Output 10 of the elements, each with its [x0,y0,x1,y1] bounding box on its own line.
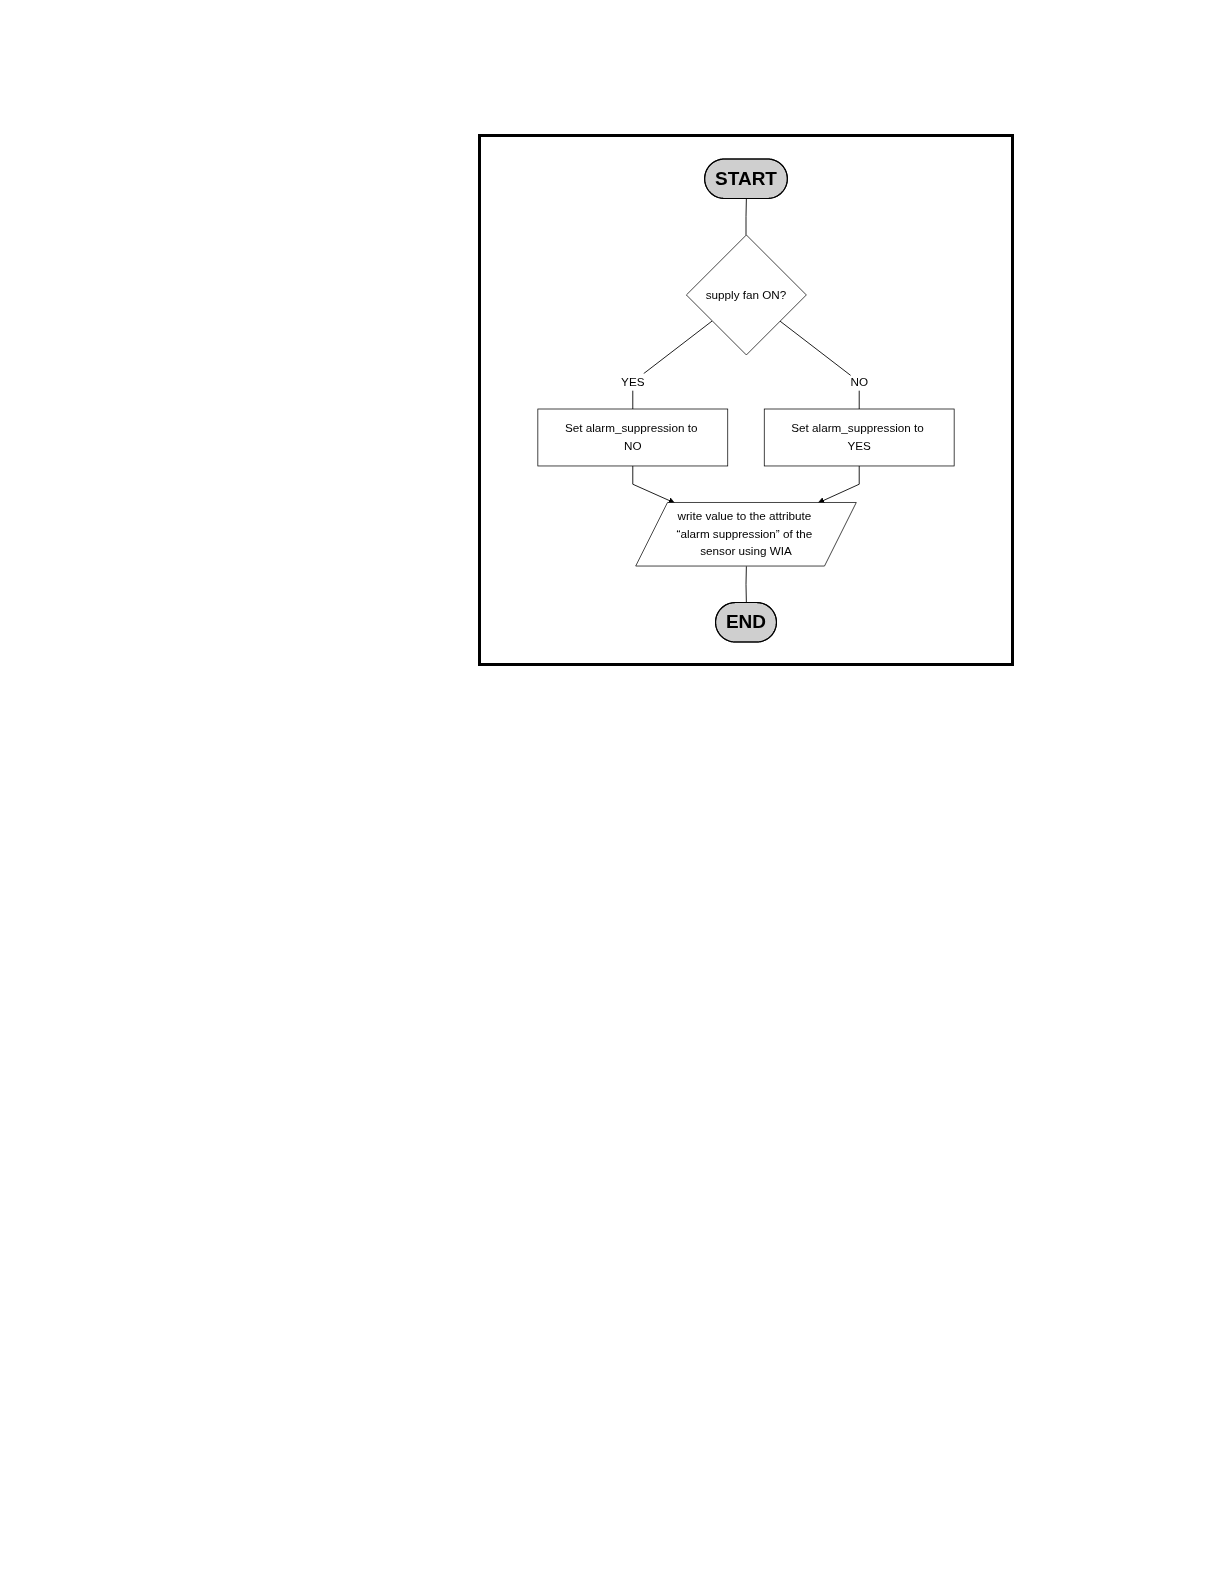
node-diamond [686,234,807,355]
node-box [537,408,729,466]
connector [632,320,713,409]
connector [745,197,747,235]
node-box [763,408,955,466]
connector [745,565,747,603]
connector [779,320,860,409]
diagram-frame: YES NO START supply fan ON? Set alarm_suppression to NO Set alarm_suppression to YES write value to the attribute “alarm suppression” of the sensor using WIA END [478,134,1014,666]
edge-label: YES [621,374,645,388]
edge-label: NO [850,374,868,388]
